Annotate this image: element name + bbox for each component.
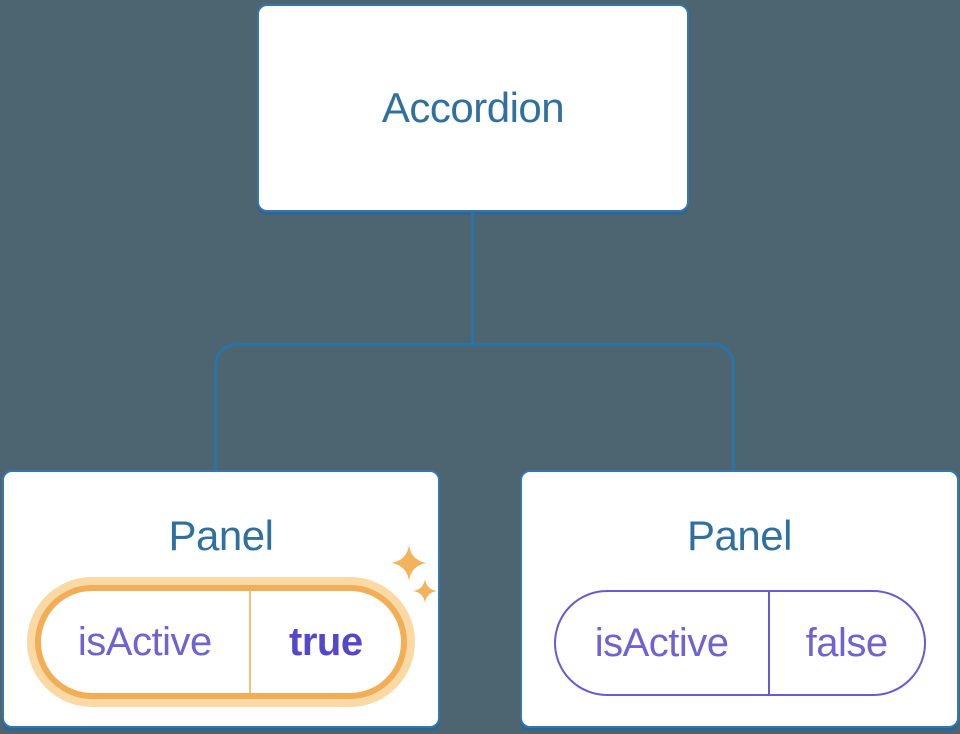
connector-stem (471, 211, 474, 345)
panel-node-inactive: Panel isActive false (520, 470, 959, 728)
accordion-node-label: Accordion (381, 84, 565, 131)
state-key-label: isActive (77, 619, 212, 664)
state-key-label: isActive (594, 620, 729, 665)
state-pill-inactive: isActive false (553, 590, 926, 696)
accordion-node: Accordion (257, 4, 689, 212)
state-pill-active: isActive true (35, 585, 407, 699)
panel-node-active: Panel isActive true (2, 470, 440, 728)
state-value-label: false (767, 592, 924, 694)
panel-node-label: Panel (168, 512, 274, 559)
state-value-label: true (248, 591, 401, 693)
sparkle-icon-large (391, 545, 427, 581)
sparkle-icon-small (413, 579, 437, 603)
connector-branch (214, 343, 735, 470)
panel-node-label: Panel (687, 512, 792, 559)
